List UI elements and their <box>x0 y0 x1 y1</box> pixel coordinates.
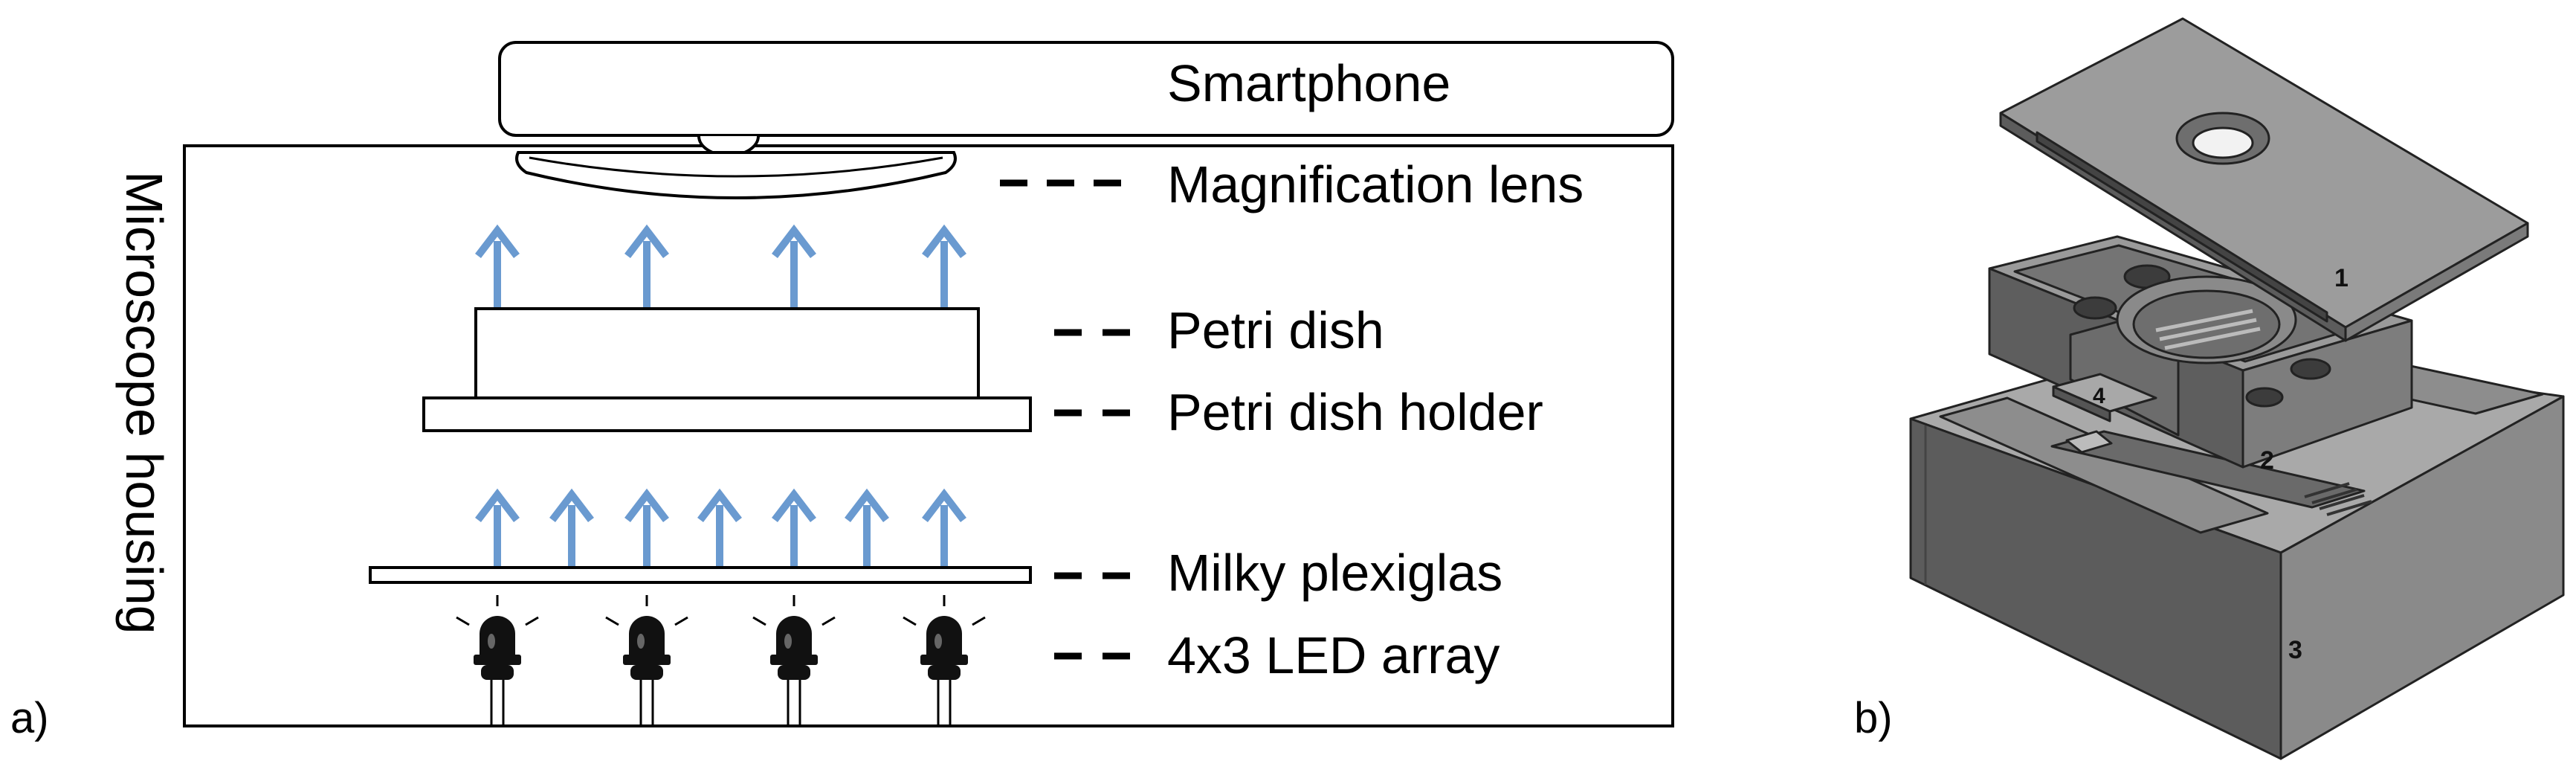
base-slots <box>2304 482 2372 516</box>
led-highlight <box>488 634 495 649</box>
led-array-label: 4x3 LED array <box>1167 626 1500 684</box>
microscope-housing-box <box>183 144 1674 727</box>
holder-label: Petri dish holder <box>1167 383 1543 441</box>
led-ray <box>605 616 619 626</box>
led-base <box>770 655 818 665</box>
led-base <box>474 655 521 665</box>
led-ray <box>525 616 539 626</box>
led-collar <box>481 665 514 680</box>
led-dome <box>629 616 665 655</box>
lower-arrow-2-head <box>549 488 594 523</box>
lower-light-arrows <box>475 488 966 568</box>
holder-ring-inner <box>2132 289 2281 359</box>
led-2 <box>605 595 688 726</box>
holder-right-face <box>2241 319 2413 469</box>
petri-dish-holder <box>422 396 1032 432</box>
led-ray <box>456 616 470 626</box>
lower-arrow-5-head <box>772 488 816 523</box>
panel-a: a) Microscope housing Smartphone Magnifi… <box>10 41 1674 742</box>
housing-label: Microscope housing <box>115 171 173 634</box>
base-small-block <box>2065 430 2113 454</box>
lower-arrow-1-head <box>475 488 520 523</box>
holder-hole-2 <box>2073 296 2117 320</box>
holder-hole-3 <box>2290 358 2331 380</box>
led-array <box>456 595 986 726</box>
led-base <box>623 655 671 665</box>
led-base <box>920 655 968 665</box>
part-number-1: 1 <box>2334 264 2349 292</box>
led-1 <box>456 595 539 726</box>
smartphone-label: Smartphone <box>1167 54 1450 112</box>
lower-arrow-7-head <box>922 488 966 523</box>
upper-arrow-3-head <box>772 224 816 259</box>
plexiglas-label: Milky plexiglas <box>1167 544 1502 602</box>
lower-arrow-3-head <box>624 488 669 523</box>
smartphone-body <box>498 41 1674 137</box>
led-3 <box>752 595 836 726</box>
led-dome <box>480 616 515 655</box>
panel-b-label: b) <box>1854 694 1893 742</box>
led-dome <box>776 616 812 655</box>
lower-arrow-4-head <box>697 488 742 523</box>
led-ray <box>903 616 917 626</box>
holder-hole-4 <box>2245 387 2284 408</box>
holder-grooves <box>2155 309 2261 350</box>
upper-light-arrows <box>475 224 966 309</box>
led-collar <box>778 665 810 680</box>
led-ray <box>821 616 836 626</box>
cover-right-edge <box>2344 222 2529 342</box>
led-4 <box>903 595 986 726</box>
led-collar <box>630 665 663 680</box>
petri-dish-label: Petri dish <box>1167 301 1384 359</box>
slide-tab-front <box>2052 385 2111 422</box>
milky-plexiglas <box>369 566 1032 584</box>
part-number-2: 2 <box>2260 446 2274 475</box>
lower-arrow-6-head <box>845 488 889 523</box>
petri-dish <box>474 307 980 401</box>
upper-arrow-1-head <box>475 224 520 259</box>
part-number-3: 3 <box>2288 636 2302 664</box>
part-number-4: 4 <box>2093 384 2105 408</box>
base-front-right-face <box>2279 395 2565 760</box>
led-dome <box>926 616 962 655</box>
panel-a-label: a) <box>10 694 49 742</box>
base-rail-left <box>1939 396 2269 534</box>
led-highlight <box>934 634 942 649</box>
led-collar <box>928 665 961 680</box>
led-ray <box>972 616 986 626</box>
led-ray <box>752 616 766 626</box>
panel-b: b) 3 2 <box>1854 17 2565 760</box>
lens-label: Magnification lens <box>1167 155 1584 213</box>
lens-inner-curve <box>529 156 943 178</box>
led-highlight <box>784 634 792 649</box>
led-highlight <box>637 634 645 649</box>
led-ray <box>674 616 688 626</box>
cover-underside-lip <box>2036 131 2328 323</box>
upper-arrow-4-head <box>922 224 966 259</box>
cover-hole <box>2192 126 2254 159</box>
upper-arrow-2-head <box>624 224 669 259</box>
